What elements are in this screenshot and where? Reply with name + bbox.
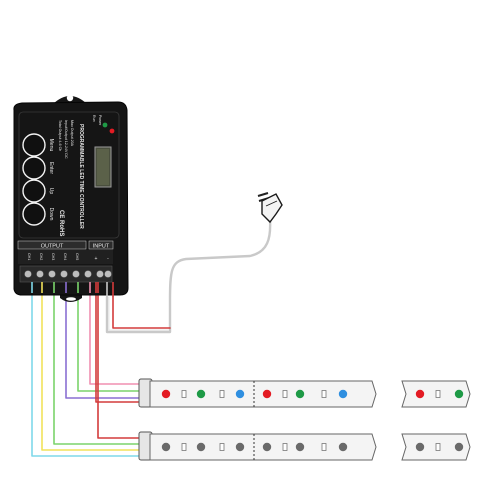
led-white <box>161 442 171 452</box>
terminal-labels-strip <box>18 250 113 264</box>
product-name: PROGRAMMABLE LED TIME CONTROLLER <box>78 124 84 229</box>
button-label-down: Down <box>48 208 54 221</box>
up-button[interactable] <box>22 179 46 203</box>
input-terminal-label: - <box>107 256 109 262</box>
led-green <box>196 389 206 399</box>
resistor <box>181 390 187 398</box>
wire-group <box>31 218 272 457</box>
resistor <box>219 390 225 398</box>
resistor <box>321 443 327 451</box>
led-red <box>161 389 171 399</box>
led-blue <box>338 389 348 399</box>
plug-ridge <box>265 200 278 207</box>
resistor <box>321 390 327 398</box>
mount-hole <box>66 297 76 301</box>
button-label-up: Up <box>48 188 54 195</box>
wire-red-to-rgb-strip <box>95 291 145 403</box>
enter-button[interactable] <box>22 156 46 180</box>
led-white <box>338 442 348 452</box>
led-red <box>262 389 272 399</box>
wire-green-to-white-strip <box>53 291 145 445</box>
led-white <box>196 442 206 452</box>
terminal-block <box>19 265 113 283</box>
button-label-menu: Menu <box>48 139 54 152</box>
terminal-screw <box>24 270 32 278</box>
spec-line: Input/Output 12-24V DC <box>64 120 68 159</box>
white-led-strip <box>138 431 471 461</box>
led-green <box>454 389 464 399</box>
led-white <box>415 442 425 452</box>
resistor <box>282 390 288 398</box>
spec-line: Max Output 20A <box>70 120 74 147</box>
run-led <box>102 122 108 128</box>
led-white <box>235 442 245 452</box>
wire-pink-to-rgb-strip <box>89 291 145 385</box>
terminal-wire-stubs <box>31 282 114 297</box>
terminal-screw <box>104 270 112 278</box>
terminal-screw <box>84 270 92 278</box>
led-group <box>161 442 464 452</box>
output-terminal-label: CH4 <box>63 253 67 260</box>
mount-hole <box>66 94 74 102</box>
power-cable <box>105 218 272 334</box>
output-terminal-label: CH2 <box>39 253 43 260</box>
led-white <box>295 442 305 452</box>
rgb-led-strip <box>138 378 471 408</box>
input-wire-red <box>112 296 171 329</box>
run-led-label: Run <box>92 115 96 122</box>
output-terminal-label: CH3 <box>51 253 55 260</box>
terminal-screw <box>72 270 80 278</box>
terminal-screw <box>96 270 104 278</box>
spec-line: Total Output 4-6 Ch <box>58 120 62 151</box>
led-time-controller: Menu Enter Up Down Total Output 4-6 Ch I… <box>13 94 129 302</box>
wire-cyan-to-white-strip <box>31 291 145 457</box>
input-terminal-label: + <box>95 256 98 262</box>
led-red <box>415 389 425 399</box>
lcd-glass <box>97 149 109 185</box>
output-label: OUTPUT <box>41 244 64 250</box>
input-wire-inner <box>108 296 169 331</box>
input-label: INPUT <box>93 244 110 250</box>
led-group <box>161 389 464 399</box>
wire-green-to-rgb-strip <box>77 291 145 392</box>
output-label-bar <box>17 240 87 250</box>
output-terminal-label: CH5 <box>75 253 79 260</box>
input-label-bar <box>88 240 114 250</box>
resistor <box>282 443 288 451</box>
led-blue <box>235 389 245 399</box>
resistor <box>219 443 225 451</box>
resistor <box>181 443 187 451</box>
terminal-screw <box>36 270 44 278</box>
ce-mark: CE RoHS <box>58 210 64 236</box>
led-green <box>295 389 305 399</box>
terminal-screw <box>48 270 56 278</box>
resistor <box>435 390 441 398</box>
resistor <box>435 443 441 451</box>
wire-purple-to-rgb-strip <box>65 291 145 399</box>
wire-red-to-white-strip <box>97 291 145 439</box>
button-label-enter: Enter <box>48 162 54 174</box>
wire-yellow-to-white-strip <box>41 291 145 451</box>
power-plug <box>257 192 283 224</box>
power-led <box>109 128 115 134</box>
output-terminal-label: CH1 <box>27 253 31 260</box>
power-led-label: Power <box>98 115 102 126</box>
body-front-panel <box>18 111 120 239</box>
led-white <box>262 442 272 452</box>
terminal-screw <box>60 270 68 278</box>
down-button[interactable] <box>22 202 46 226</box>
led-white <box>454 442 464 452</box>
menu-button[interactable] <box>22 133 46 157</box>
plug-prong <box>257 192 269 197</box>
